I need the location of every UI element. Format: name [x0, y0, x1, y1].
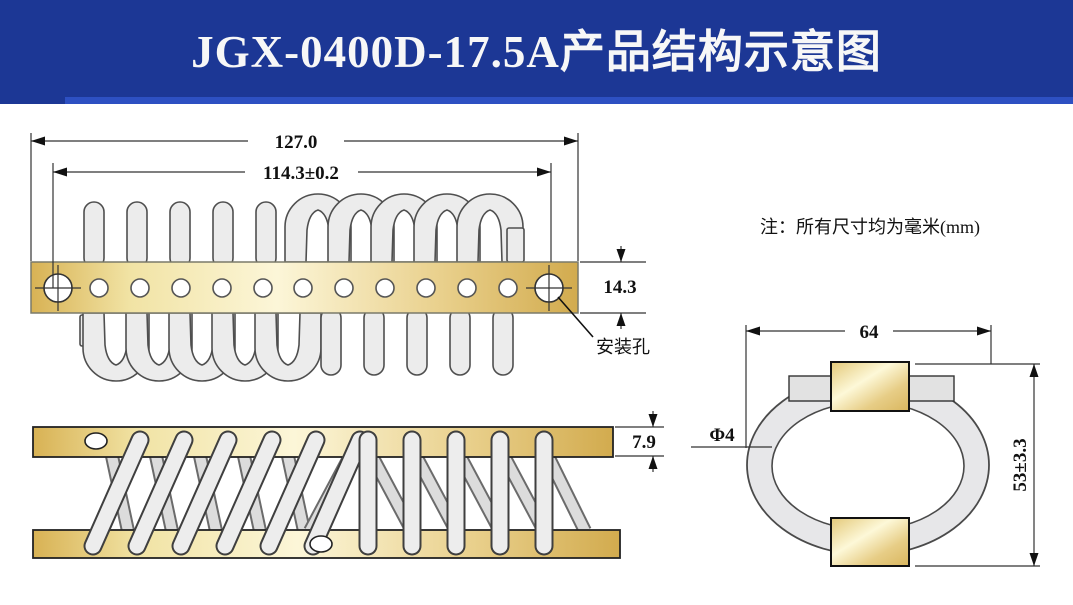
dim-rope-diameter: Φ4: [691, 425, 772, 448]
mounting-hole-right: [526, 265, 572, 311]
side-bottom-bar-hole: [309, 535, 333, 553]
dim-hole-span-text: 114.3±0.2: [263, 163, 339, 184]
page-title: JGX-0400D-17.5A产品结构示意图: [191, 27, 882, 77]
top-view: 127.0 114.3±0.2 14.3 安装孔: [30, 132, 650, 382]
coil-arches-bottom-left: [79, 312, 322, 382]
rope-ring-inner: [771, 401, 965, 531]
title-banner: [0, 0, 1073, 104]
front-strands: [83, 430, 554, 556]
end-top-clamp-block: [830, 361, 910, 412]
dim-side-bar-thickness: 7.9: [615, 411, 664, 472]
rope-end-tab-top: [506, 227, 525, 263]
dim-end-height-text: 53±3.3: [1010, 438, 1031, 491]
dim-rope-diameter-text: Φ4: [709, 425, 735, 446]
banner-bottom-strip: [65, 97, 1073, 104]
mounting-hole-label: 安装孔: [596, 337, 650, 357]
dim-hole-span: 114.3±0.2: [52, 163, 552, 288]
dim-end-width-text: 64: [860, 322, 880, 343]
side-view: 7.9: [32, 411, 664, 559]
coil-loops-top-left: [83, 201, 277, 269]
dim-bar-width: 14.3: [580, 246, 646, 329]
dim-overall-length-text: 127.0: [275, 132, 318, 153]
dim-bar-width-text: 14.3: [603, 277, 636, 298]
end-view: 64 53±3.3 Φ4: [691, 322, 1040, 567]
units-note: 注：所有尺寸均为毫米(mm): [760, 217, 980, 238]
mounting-hole-callout: 安装孔: [557, 296, 650, 357]
side-top-bar-hole: [84, 432, 108, 450]
end-bottom-clamp-block: [830, 517, 910, 567]
dim-side-bar-thickness-text: 7.9: [632, 432, 656, 453]
mounting-hole-left: [35, 265, 81, 311]
dim-end-width: 64: [745, 322, 992, 448]
coil-loops-bottom-right: [320, 307, 514, 376]
bar-small-holes: [89, 278, 518, 298]
dim-end-height: 53±3.3: [915, 363, 1040, 567]
coil-arches-top-right: [284, 193, 525, 263]
dim-overall-length: 127.0: [30, 132, 579, 261]
